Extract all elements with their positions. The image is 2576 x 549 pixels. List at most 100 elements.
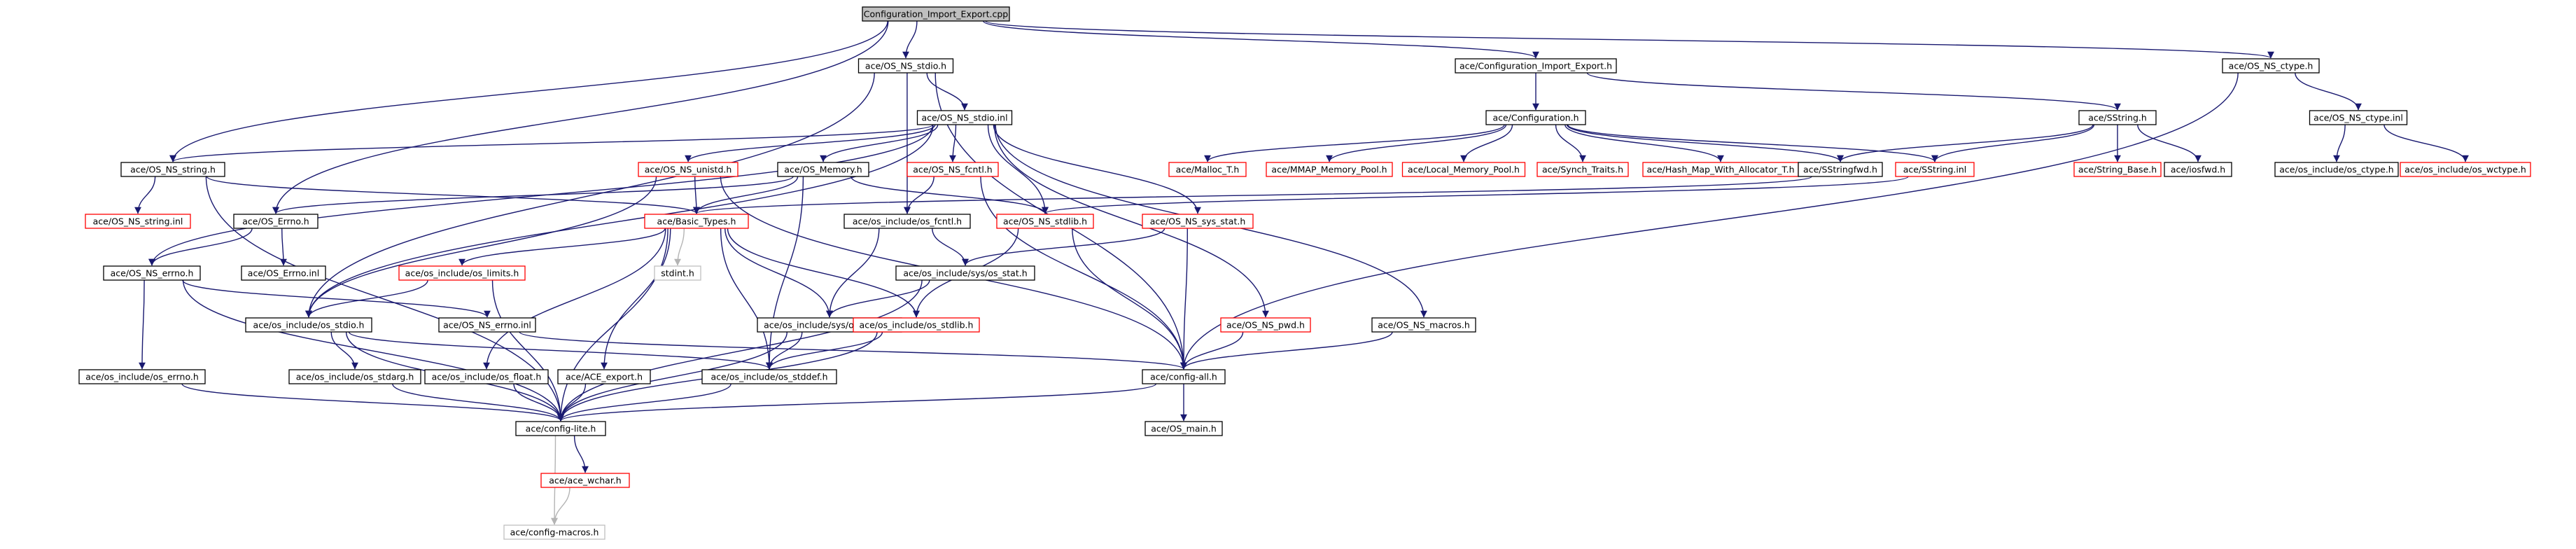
node-box[interactable] <box>540 473 630 488</box>
node-os-limits-h[interactable]: ace/os_include/os_limits.h <box>398 265 526 281</box>
node-box[interactable] <box>1168 162 1247 177</box>
node-box[interactable] <box>906 162 999 177</box>
node-config-all-h[interactable]: ace/config-all.h <box>1142 369 1226 384</box>
node-box[interactable] <box>120 162 225 177</box>
node-os-float-h[interactable]: ace/os_include/os_float.h <box>424 369 549 384</box>
node-string-base-h[interactable]: ace/String_Base.h <box>2073 162 2162 177</box>
node-box[interactable] <box>1401 162 1526 177</box>
node-synch-traits-h[interactable]: ace/Synch_Traits.h <box>1536 162 1629 177</box>
node-os-ns-unistd-h[interactable]: ace/OS_NS_unistd.h <box>638 162 738 177</box>
node-malloc-t-h[interactable]: ace/Malloc_T.h <box>1168 162 1247 177</box>
node-box[interactable] <box>638 162 738 177</box>
node-box[interactable] <box>1895 162 1975 177</box>
node-box[interactable] <box>398 265 526 281</box>
node-os-ns-errno-inl[interactable]: ace/OS_NS_errno.inl <box>438 317 536 333</box>
node-os-ctype-h[interactable]: ace/os_include/os_ctype.h <box>2274 162 2399 177</box>
node-box[interactable] <box>1798 162 1883 177</box>
node-box[interactable] <box>2073 162 2162 177</box>
node-box[interactable] <box>557 369 651 384</box>
node-box[interactable] <box>2309 110 2408 125</box>
node-ace-wchar-h[interactable]: ace/ace_wchar.h <box>540 473 630 488</box>
node-box[interactable] <box>2274 162 2399 177</box>
node-box[interactable] <box>654 265 701 281</box>
node-sys-os-stat-h[interactable]: ace/os_include/sys/os_stat.h <box>895 265 1035 281</box>
node-os-memory-h[interactable]: ace/OS_Memory.h <box>777 162 869 177</box>
node-box[interactable] <box>245 317 372 333</box>
node-box[interactable] <box>2164 162 2232 177</box>
node-mmap-pool-h[interactable]: ace/MMAP_Memory_Pool.h <box>1266 162 1393 177</box>
node-box[interactable] <box>1266 162 1393 177</box>
node-os-ns-macros-h[interactable]: ace/OS_NS_macros.h <box>1371 317 1476 333</box>
node-os-errno-h[interactable]: ace/os_include/os_errno.h <box>78 369 206 384</box>
node-os-ns-ctype-h[interactable]: ace/OS_NS_ctype.h <box>2222 58 2320 74</box>
node-label: ace/OS_NS_string.h <box>130 165 216 175</box>
node-config-lite-h[interactable]: ace/config-lite.h <box>515 421 606 436</box>
node-os-errno-h-ace[interactable]: ace/OS_Errno.h <box>233 214 318 229</box>
node-box[interactable] <box>503 524 606 540</box>
node-box[interactable] <box>777 162 869 177</box>
node-box[interactable] <box>233 214 318 229</box>
node-box[interactable] <box>424 369 549 384</box>
node-box[interactable] <box>1144 421 1223 436</box>
node-os-ns-ctype-inl[interactable]: ace/OS_NS_ctype.inl <box>2309 110 2408 125</box>
node-box[interactable] <box>85 214 191 229</box>
edge-configuration_h-to-malloc_t_h <box>1204 124 1505 162</box>
node-os-ns-string-inl[interactable]: ace/OS_NS_string.inl <box>85 214 191 229</box>
node-os-ns-stdio-h[interactable]: ace/OS_NS_stdio.h <box>858 58 954 74</box>
node-local-pool-h[interactable]: ace/Local_Memory_Pool.h <box>1401 162 1526 177</box>
node-os-stddef-h[interactable]: ace/os_include/os_stddef.h <box>701 369 837 384</box>
node-os-ns-stdio-inl[interactable]: ace/OS_NS_stdio.inl <box>916 110 1013 125</box>
node-box[interactable] <box>2222 58 2320 74</box>
node-basic-types-h[interactable]: ace/Basic_Types.h <box>644 214 749 229</box>
node-stdint-h[interactable]: stdint.h <box>654 265 701 281</box>
node-box[interactable] <box>895 265 1035 281</box>
node-config-macros-h[interactable]: ace/config-macros.h <box>503 524 606 540</box>
node-os-errno-inl[interactable]: ace/OS_Errno.inl <box>241 265 326 281</box>
node-box[interactable] <box>288 369 421 384</box>
node-box[interactable] <box>858 58 954 74</box>
node-box[interactable] <box>241 265 326 281</box>
node-sstring-inl[interactable]: ace/SString.inl <box>1895 162 1975 177</box>
node-box[interactable] <box>1220 317 1311 333</box>
node-box[interactable] <box>701 369 837 384</box>
node-configuration-h[interactable]: ace/Configuration.h <box>1485 110 1586 125</box>
node-ace-export-h[interactable]: ace/ACE_export.h <box>557 369 651 384</box>
node-cfg-imp-exp-h[interactable]: ace/Configuration_Import_Export.h <box>1455 58 1617 74</box>
node-box[interactable] <box>996 214 1094 229</box>
node-label: ace/os_include/os_stddef.h <box>710 372 827 382</box>
node-box[interactable] <box>515 421 606 436</box>
node-box[interactable] <box>1142 214 1254 229</box>
node-box[interactable] <box>438 317 536 333</box>
node-iosfwd-h[interactable]: ace/iosfwd.h <box>2164 162 2232 177</box>
node-os-fcntl-h[interactable]: ace/os_include/os_fcntl.h <box>844 214 971 229</box>
node-box[interactable] <box>1485 110 1586 125</box>
node-os-ns-errno-h[interactable]: ace/OS_NS_errno.h <box>103 265 201 281</box>
node-box[interactable] <box>1536 162 1629 177</box>
node-os-ns-string-h[interactable]: ace/OS_NS_string.h <box>120 162 225 177</box>
node-os-stdarg-h[interactable]: ace/os_include/os_stdarg.h <box>288 369 421 384</box>
node-box[interactable] <box>862 6 1010 22</box>
node-box[interactable] <box>2400 162 2531 177</box>
node-box[interactable] <box>1455 58 1617 74</box>
node-os-ns-pwd-h[interactable]: ace/OS_NS_pwd.h <box>1220 317 1311 333</box>
node-box[interactable] <box>78 369 206 384</box>
node-os-stdlib-h[interactable]: ace/os_include/os_stdlib.h <box>853 317 980 333</box>
node-box[interactable] <box>1142 369 1226 384</box>
node-box[interactable] <box>1371 317 1476 333</box>
node-os-stdio-h[interactable]: ace/os_include/os_stdio.h <box>245 317 372 333</box>
node-box[interactable] <box>916 110 1013 125</box>
node-box[interactable] <box>853 317 980 333</box>
node-sstring-h[interactable]: ace/SString.h <box>2078 110 2157 125</box>
node-box[interactable] <box>2078 110 2157 125</box>
node-os-ns-stdlib-h[interactable]: ace/OS_NS_stdlib.h <box>996 214 1094 229</box>
node-box[interactable] <box>844 214 971 229</box>
node-root[interactable]: Configuration_Import_Export.cpp <box>862 6 1010 22</box>
node-box[interactable] <box>103 265 201 281</box>
node-os-wctype-h[interactable]: ace/os_include/os_wctype.h <box>2400 162 2531 177</box>
node-sstringfwd-h[interactable]: ace/SStringfwd.h <box>1798 162 1883 177</box>
node-hash-map-h[interactable]: ace/Hash_Map_With_Allocator_T.h <box>1642 162 1799 177</box>
node-os-ns-sys-stat-h[interactable]: ace/OS_NS_sys_stat.h <box>1142 214 1254 229</box>
node-os-main-h[interactable]: ace/OS_main.h <box>1144 421 1223 436</box>
node-os-ns-fcntl-h[interactable]: ace/OS_NS_fcntl.h <box>906 162 999 177</box>
node-box[interactable] <box>644 214 749 229</box>
